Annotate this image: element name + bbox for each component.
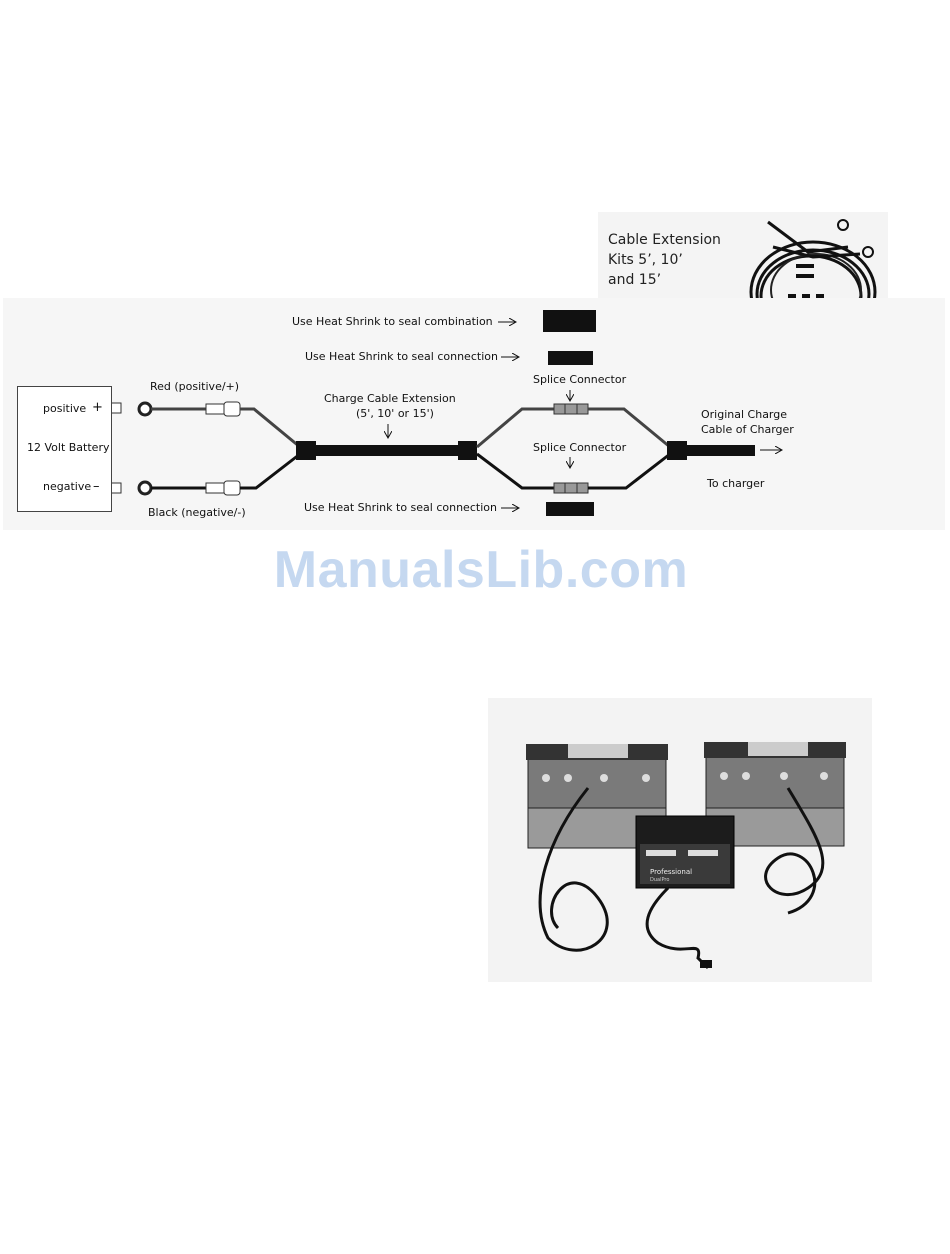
batteries-charger-illustration: Professional DualPro	[526, 742, 846, 970]
watermark: ManualsLib.com	[273, 541, 689, 599]
black-wire-label: Black (negative/-)	[148, 506, 246, 519]
heat-shrink-combination-label: Use Heat Shrink to seal combination	[292, 315, 493, 328]
splice-connector-top-label: Splice Connector	[533, 373, 627, 386]
wiring-diagram	[110, 310, 950, 516]
batteries-and-charger-photo: Professional DualPro	[488, 698, 872, 982]
extension-label-line-1: Charge Cable Extension	[324, 392, 456, 405]
battery-negative-label: negative	[43, 480, 92, 493]
kit-title-line-3: and 15’	[608, 272, 662, 288]
wiring-diagram-background	[3, 298, 945, 530]
battery-negative-sign: –	[93, 479, 100, 494]
heat-shrink-block-bottom	[546, 502, 594, 516]
negative-terminal	[110, 482, 122, 494]
kit-title-line-2: Kits 5’, 10’	[608, 252, 683, 268]
battery-name-label: 12 Volt Battery	[27, 441, 110, 454]
kit-title-line-1: Cable Extension	[608, 232, 721, 248]
to-charger-label: To charger	[707, 477, 765, 490]
battery-positive-label: positive	[43, 402, 87, 415]
heat-shrink-block-top	[548, 351, 593, 365]
splice-connector-bottom-label: Splice Connector	[533, 441, 627, 454]
battery-box	[17, 386, 112, 512]
positive-terminal	[110, 402, 122, 414]
red-wire-label: Red (positive/+)	[150, 380, 240, 393]
heat-shrink-connection-top-label: Use Heat Shrink to seal connection	[305, 350, 498, 363]
heat-shrink-block-combination	[543, 310, 596, 332]
battery-positive-sign: +	[92, 400, 103, 415]
kit-title: Cable Extension Kits 5’, 10’ and 15’	[608, 230, 721, 290]
original-cable-label-line-1: Original Charge	[701, 408, 788, 421]
heat-shrink-connection-bottom-label: Use Heat Shrink to seal connection	[304, 501, 497, 514]
charger-brand-text: Professional	[650, 868, 692, 876]
charger-model-text: DualPro	[650, 877, 669, 883]
extension-label-line-2: (5', 10' or 15')	[356, 407, 434, 420]
original-cable-label-line-2: Cable of Charger	[701, 423, 794, 436]
